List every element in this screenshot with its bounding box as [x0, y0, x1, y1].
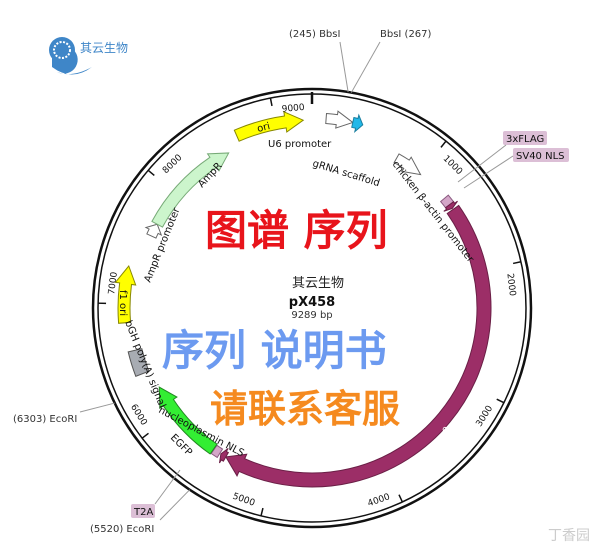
watermark-line3: 请联系客服 [210, 387, 400, 431]
callout-3xflag-label: 3xFLAG [506, 134, 544, 145]
feature-ampr-promoter[interactable] [144, 223, 163, 239]
label-bgh-polya: bGH poly(A) signal [122, 319, 167, 410]
label-grna-scaffold: gRNA scaffold [311, 158, 381, 189]
tick-mark [512, 260, 522, 265]
company-logo: 其云生物 [49, 37, 128, 75]
feature-f1-ori[interactable] [114, 264, 137, 324]
callout-3xflag[interactable]: 3xFLAG [503, 131, 547, 145]
tick-label: 3000 [475, 404, 496, 429]
plasmid-name: pX458 [289, 295, 335, 310]
feature-grna-scaffold[interactable] [351, 113, 364, 133]
feature-ori[interactable] [233, 110, 305, 142]
feature-nucleoplasmin-nls[interactable] [219, 447, 230, 464]
callout-line [463, 155, 514, 189]
tick-label: 5000 [231, 492, 256, 509]
backbone-outer [91, 87, 533, 529]
callout-sv40-nls[interactable]: SV40 NLS [513, 148, 569, 162]
callout-t2a-label: T2A [133, 507, 153, 518]
tick-label: 8000 [161, 153, 185, 176]
site-leader-line [350, 41, 381, 93]
tick-mark [398, 494, 404, 503]
feature-t2a[interactable] [210, 444, 224, 459]
feature-chicken-actin-promoter[interactable] [393, 153, 422, 176]
tick-mark [440, 140, 447, 148]
label-u6-promoter: U6 promoter [268, 139, 332, 150]
site-ecori-5520[interactable]: (5520) EcoRI [90, 524, 154, 535]
feature-sv40-nls[interactable] [443, 200, 458, 212]
callout-t2a[interactable]: T2A [131, 504, 155, 518]
tick-mark [147, 169, 155, 177]
tick-label: 4000 [367, 492, 392, 509]
callout-line [457, 144, 507, 183]
tick-mark [496, 398, 505, 404]
site-bbsi-267[interactable]: BbsI (267) [380, 29, 432, 40]
callout-sv40-label: SV40 NLS [516, 151, 565, 162]
feature-ampr[interactable] [151, 152, 230, 228]
tick-mark [141, 432, 149, 439]
callout-line [154, 469, 181, 505]
site-bbsi-245[interactable]: (245) BbsI [289, 29, 340, 40]
tick-label: 1000 [441, 154, 465, 177]
center-company: 其云生物 [292, 276, 344, 291]
tick-label: 6000 [128, 403, 149, 428]
tick-mark [269, 97, 273, 107]
watermark-line2: 序列 说明书 [162, 326, 387, 375]
site-ecori-6303[interactable]: (6303) EcoRI [13, 414, 77, 425]
tick-label: 9000 [281, 103, 305, 115]
label-f1-ori: f1 ori [117, 290, 128, 316]
watermark-corner: 丁香园 [548, 528, 590, 544]
logo-text: 其云生物 [80, 41, 128, 55]
plasmid-length: 9289 bp [291, 310, 332, 321]
feature-bgh-poly-a-signal[interactable] [127, 348, 150, 377]
tick-mark [260, 507, 264, 517]
feature-egfp[interactable] [158, 386, 218, 455]
feature-u6-promoter[interactable] [325, 110, 354, 129]
label-ori: ori [256, 121, 271, 135]
watermark-line1: 图谱 序列 [205, 206, 388, 255]
site-leader-line [79, 402, 115, 413]
tick-label: 7000 [107, 271, 120, 295]
tick-label: 2000 [504, 273, 517, 297]
site-leader-line [339, 41, 349, 93]
site-leader-line [159, 489, 191, 521]
